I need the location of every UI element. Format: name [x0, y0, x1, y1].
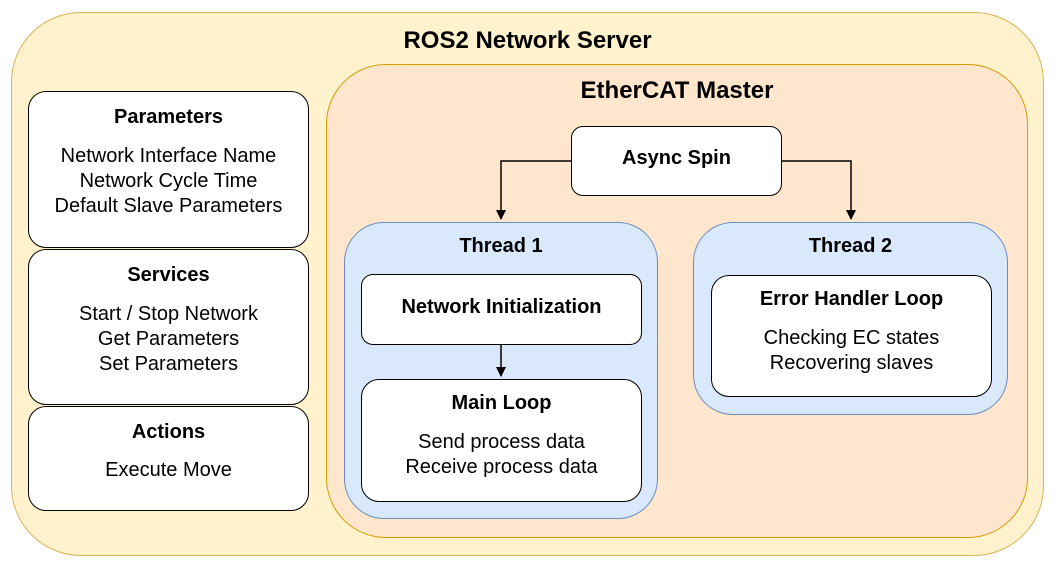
thread-2-title: Thread 2	[808, 235, 893, 257]
main-loop-item: Receive process data	[405, 456, 598, 478]
async-spin-label: Async Spin	[622, 147, 731, 169]
services-box: Services Start / Stop Network Get Parame…	[28, 249, 309, 405]
arrow-async-to-thread-2	[782, 160, 856, 220]
error-handler-item: Checking EC states	[763, 327, 940, 349]
master-title: EtherCAT Master	[580, 77, 774, 104]
action-item: Execute Move	[105, 459, 232, 481]
services-list: Start / Stop Network Get Parameters Set …	[29, 302, 308, 377]
main-loop-title: Main Loop	[451, 392, 552, 414]
server-title: ROS2 Network Server	[403, 27, 652, 54]
main-loop-list: Send process data Receive process data	[362, 430, 641, 480]
network-initialization-label: Network Initialization	[401, 296, 602, 318]
parameter-item: Network Cycle Time	[79, 170, 258, 192]
network-initialization-box: Network Initialization	[361, 274, 642, 345]
parameters-title: Parameters	[114, 106, 223, 128]
service-item: Start / Stop Network	[79, 303, 258, 325]
parameter-item: Network Interface Name	[60, 145, 277, 167]
error-handler-loop-title: Error Handler Loop	[759, 288, 944, 310]
parameters-box: Parameters Network Interface Name Networ…	[28, 91, 309, 248]
error-handler-loop-box: Error Handler Loop Checking EC states Re…	[711, 275, 992, 397]
main-loop-box: Main Loop Send process data Receive proc…	[361, 379, 642, 502]
service-item: Get Parameters	[97, 328, 240, 350]
parameter-item: Default Slave Parameters	[54, 195, 283, 217]
services-title: Services	[127, 264, 210, 286]
actions-title: Actions	[131, 421, 206, 443]
async-spin-box: Async Spin	[571, 126, 782, 196]
thread-1-title: Thread 1	[459, 235, 543, 257]
parameters-list: Network Interface Name Network Cycle Tim…	[29, 144, 308, 219]
main-loop-item: Send process data	[418, 431, 585, 453]
error-handler-item: Recovering slaves	[769, 352, 934, 374]
service-item: Set Parameters	[99, 353, 238, 375]
actions-list: Execute Move	[29, 458, 308, 483]
actions-box: Actions Execute Move	[28, 406, 309, 511]
arrow-async-to-thread-1	[496, 160, 571, 220]
error-handler-loop-list: Checking EC states Recovering slaves	[712, 326, 991, 376]
